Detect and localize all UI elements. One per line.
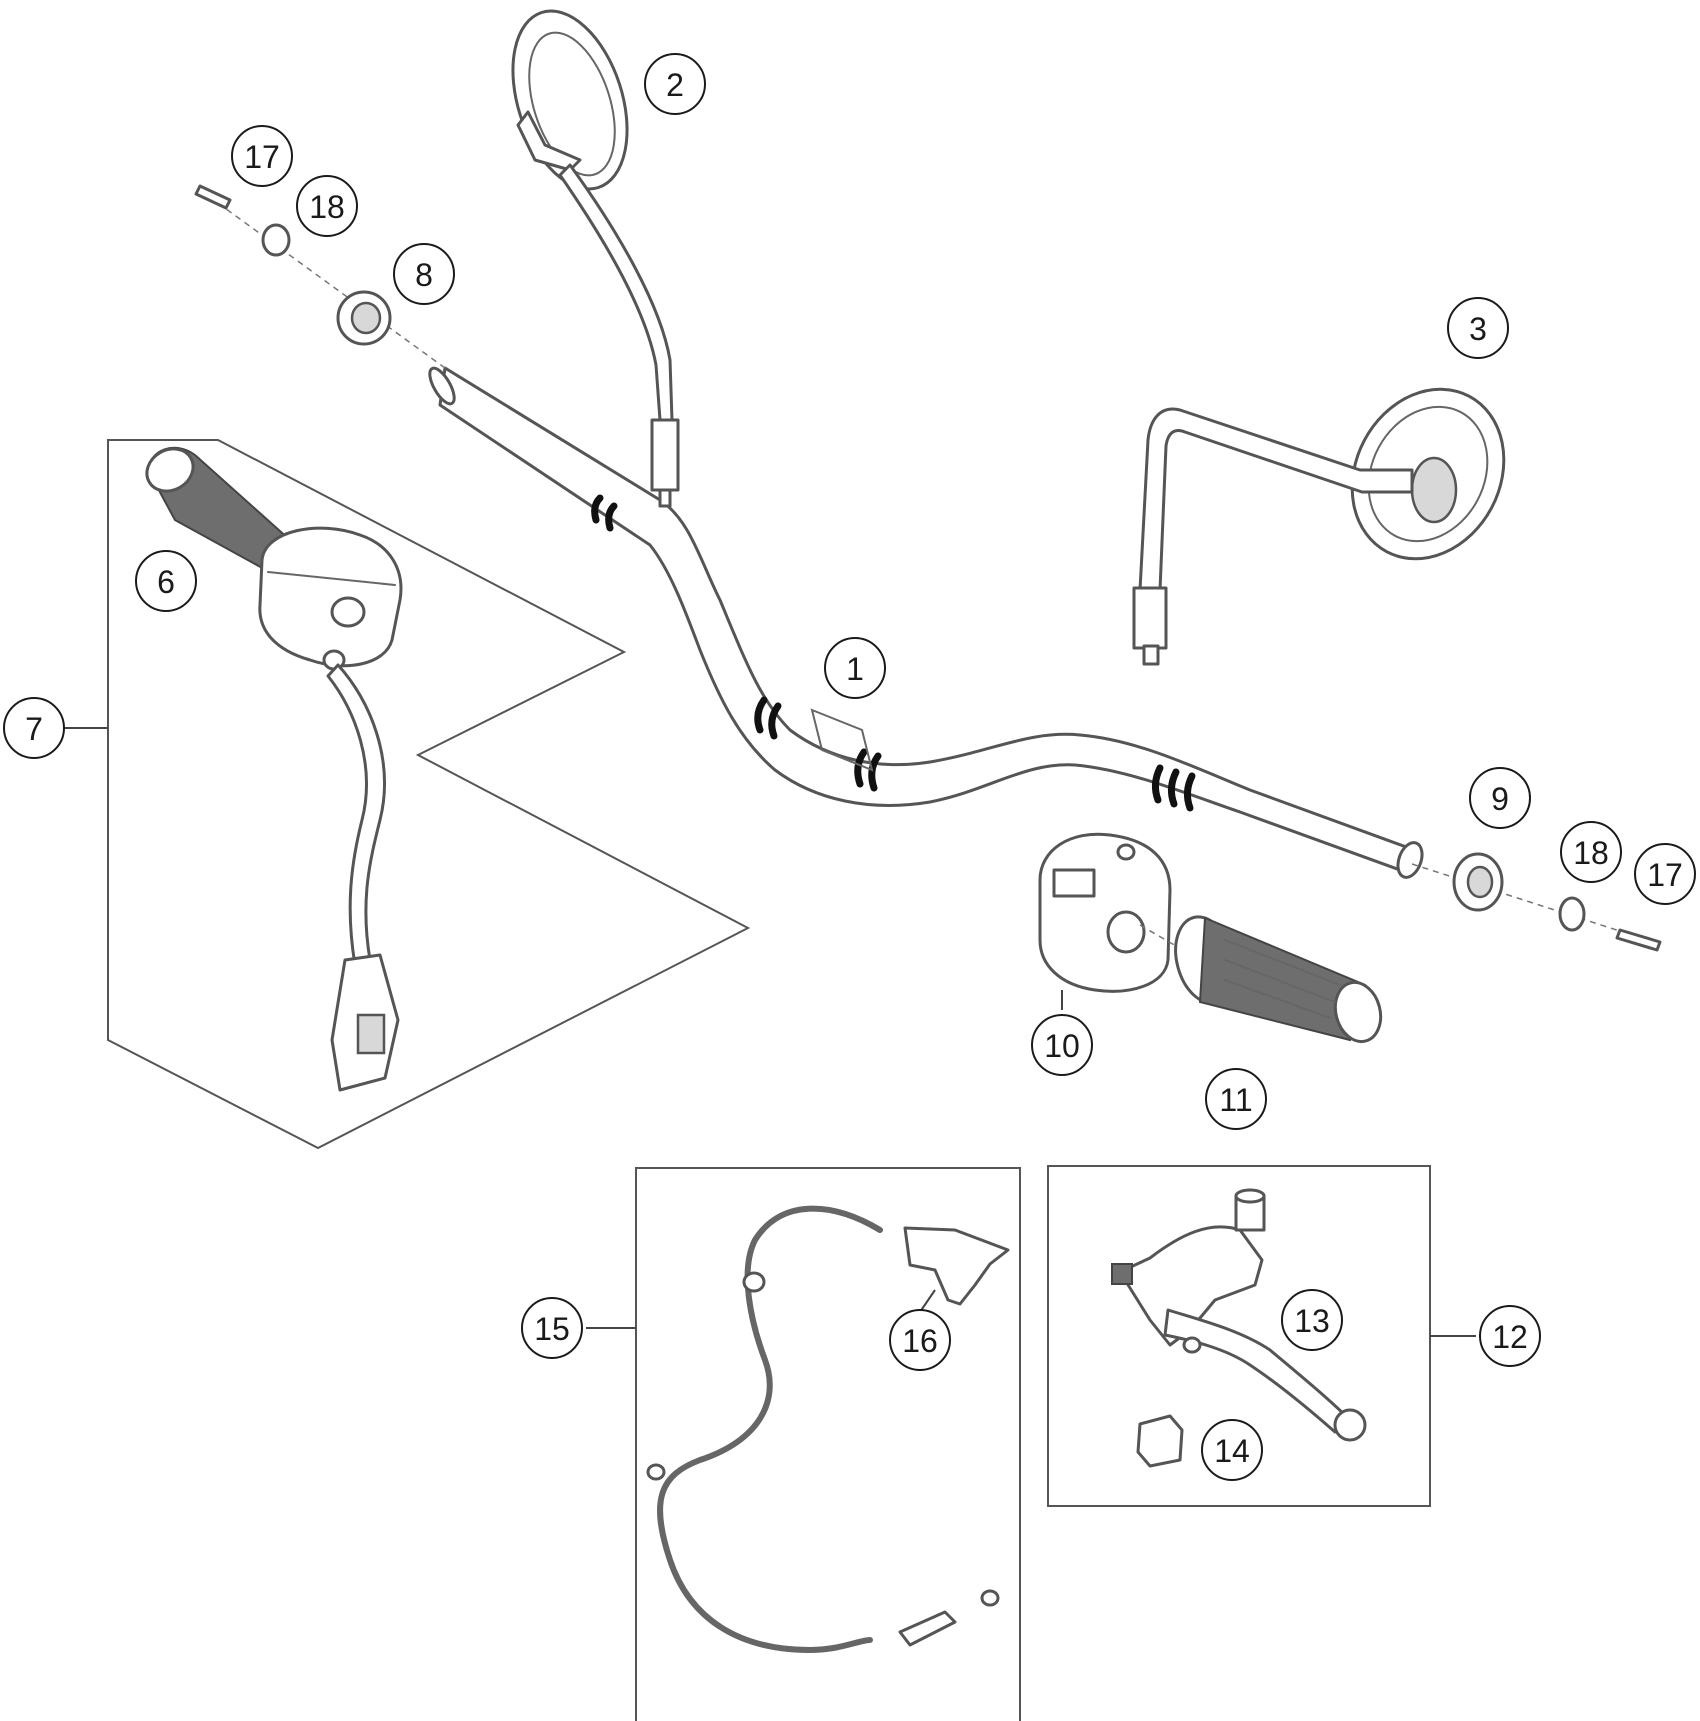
callout-circle [1469, 767, 1531, 829]
callout-number: 16 [902, 1323, 938, 1359]
callout-circle [889, 1309, 951, 1371]
callout-number: 7 [25, 711, 43, 747]
callout-12: 12 [1479, 1305, 1541, 1367]
callout-2: 2 [644, 53, 706, 115]
callout-circle [644, 53, 706, 115]
callout-circle [3, 697, 65, 759]
switch-and-grip [1038, 832, 1383, 1044]
callout-number: 1 [846, 651, 864, 687]
right-mirror [1132, 387, 1506, 666]
callout-16: 16 [889, 1309, 951, 1371]
group-15-frame [635, 1167, 1021, 1721]
callout-number: 17 [244, 139, 280, 175]
callout-number: 17 [1647, 857, 1683, 893]
callout-15: 15 [521, 1297, 583, 1359]
callout-number: 8 [415, 257, 433, 293]
cable-assembly [646, 1205, 1010, 1654]
callout-circle [296, 175, 358, 237]
callout-circle [1479, 1305, 1541, 1367]
callout-circle [521, 1297, 583, 1359]
leader-16 [919, 1289, 936, 1313]
callout-circle [1201, 1419, 1263, 1481]
callout-17a: 17 [231, 125, 293, 187]
callout-circle [1031, 1014, 1093, 1076]
callout-circle [1205, 1068, 1267, 1130]
callout-number: 2 [666, 67, 684, 103]
callout-number: 6 [157, 564, 175, 600]
callout-6: 6 [135, 550, 197, 612]
callout-9: 9 [1469, 767, 1531, 829]
callout-circle [1447, 297, 1509, 359]
callout-number: 14 [1214, 1433, 1250, 1469]
callout-number: 12 [1492, 1319, 1528, 1355]
callout-number: 15 [534, 1311, 570, 1347]
throttle-assembly [145, 446, 403, 1092]
callout-3: 3 [1447, 297, 1509, 359]
callout-circle [1560, 821, 1622, 883]
callout-circle [393, 243, 455, 305]
callout-number: 3 [1469, 311, 1487, 347]
callout-8: 8 [393, 243, 455, 305]
callout-number: 9 [1491, 781, 1509, 817]
callout-circle [824, 637, 886, 699]
handlebar [428, 366, 1424, 879]
group-7-frame [107, 439, 751, 1150]
callout-14: 14 [1201, 1419, 1263, 1481]
callout-10: 10 [1031, 1014, 1093, 1076]
callout-number: 13 [1294, 1303, 1330, 1339]
callout-circle [135, 550, 197, 612]
callout-number: 18 [309, 189, 345, 225]
callout-circle [231, 125, 293, 187]
callout-circle [1634, 843, 1696, 905]
callout-number: 18 [1573, 835, 1609, 871]
callout-circle [1281, 1289, 1343, 1351]
callout-number: 11 [1219, 1082, 1252, 1118]
callout-13: 13 [1281, 1289, 1343, 1351]
callout-7: 7 [3, 697, 65, 759]
clutch-lever-assembly [1111, 1188, 1367, 1468]
left-mirror [511, 9, 680, 508]
callout-11: 11 [1205, 1068, 1267, 1130]
right-bar-end-hardware [1411, 852, 1662, 952]
callout-1: 1 [824, 637, 886, 699]
callout-18a: 18 [296, 175, 358, 237]
left-bar-end-hardware [194, 184, 446, 369]
callout-number: 10 [1044, 1028, 1080, 1064]
callout-18b: 18 [1560, 821, 1622, 883]
callout-17b: 17 [1634, 843, 1696, 905]
